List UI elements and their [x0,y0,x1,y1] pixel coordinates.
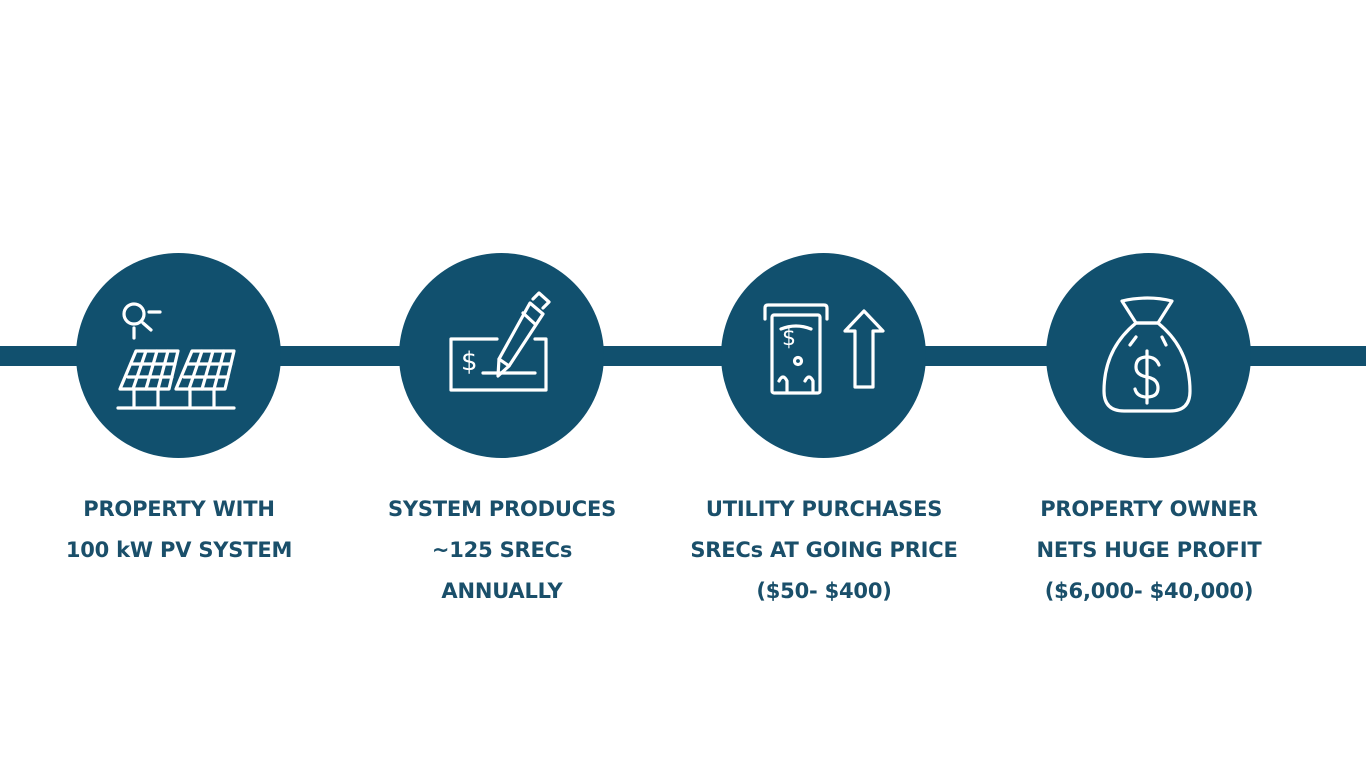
caption-line: UTILITY PURCHASES [705,497,943,521]
check-signing-icon: $ [449,291,551,392]
caption-line: SYSTEM PRODUCES [387,497,617,521]
step-caption: PROPERTY OWNER NETS HUGE PROFIT ($6,000-… [999,489,1299,612]
step-caption: SYSTEM PRODUCES ~125 SRECs ANNUALLY [352,489,652,612]
cash-withdrawal-icon: $ [763,303,885,395]
caption-line: PROPERTY OWNER [1040,497,1258,521]
svg-text:$: $ [461,347,478,377]
money-bag-icon [1102,296,1192,413]
caption-line: PROPERTY WITH [83,497,275,521]
step-circle: $ [721,253,926,458]
caption-line: ~125 SRECs [431,538,573,562]
svg-text:$: $ [782,326,796,351]
step-circle [1046,253,1251,458]
step-circle: $ [399,253,604,458]
caption-line: NETS HUGE PROFIT [1036,538,1262,562]
step-caption: PROPERTY WITH 100 kW PV SYSTEM [29,489,329,571]
step-circle [76,253,281,458]
caption-line: 100 kW PV SYSTEM [65,538,293,562]
timeline-bar [0,346,1366,366]
caption-line: ($50- $400) [756,579,892,603]
caption-line: ($6,000- $40,000) [1044,579,1254,603]
caption-line: SRECs AT GOING PRICE [690,538,958,562]
step-caption: UTILITY PURCHASES SRECs AT GOING PRICE (… [674,489,974,612]
caption-line: ANNUALLY [441,579,563,603]
solar-panel-icon [116,302,236,410]
